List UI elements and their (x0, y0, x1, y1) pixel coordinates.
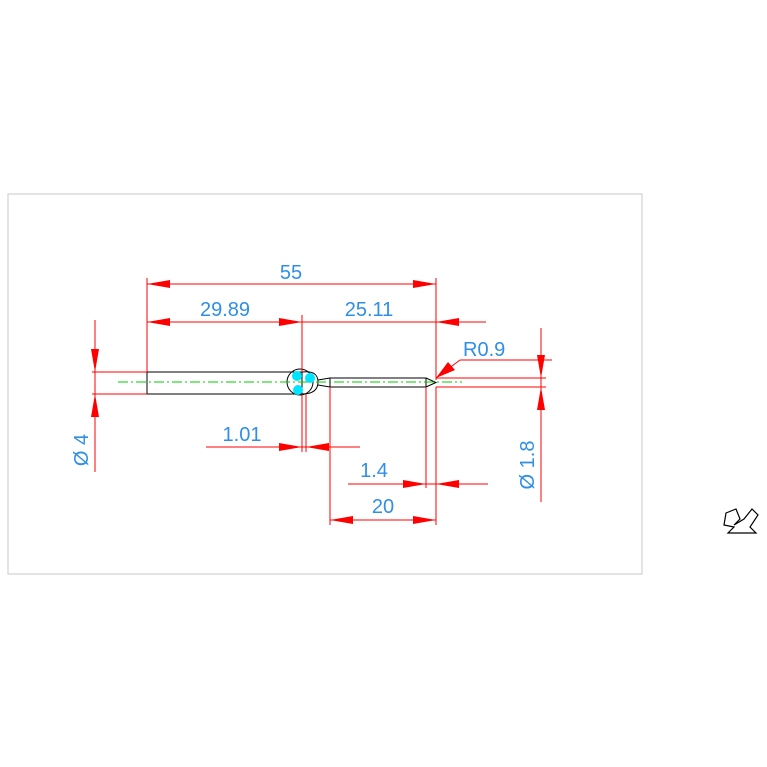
viewport-frame (7, 193, 643, 575)
arrowhead (147, 318, 170, 326)
dim-left-diameter[interactable]: Ø 4 (71, 320, 147, 472)
dim-tip-radius[interactable]: R0.9 (435, 339, 552, 379)
dim-text-right-diameter: Ø 1.8 (517, 441, 539, 490)
arrowhead (279, 318, 302, 326)
arrowhead (436, 480, 459, 488)
shaft-body[interactable] (146, 371, 303, 395)
arrowhead (330, 516, 353, 524)
dim-left-length[interactable]: 29.89 (147, 299, 303, 372)
grip[interactable] (305, 373, 315, 383)
tip-point (425, 377, 438, 388)
neck-lower-line (317, 384, 331, 388)
dim-text-left: 29.89 (200, 299, 250, 321)
ucs-icon-shape (723, 508, 759, 534)
neck-upper-line (317, 377, 331, 381)
dim-right-length[interactable]: 25.11 (302, 299, 486, 326)
dim-tip-length[interactable]: 20 (329, 387, 437, 525)
arrowhead (306, 443, 329, 451)
dim-text-left-diameter: Ø 4 (71, 434, 93, 466)
dim-text-taper: 1.4 (360, 460, 388, 482)
arrowhead (147, 280, 170, 288)
arrowhead (413, 516, 436, 524)
arrowhead (91, 349, 99, 372)
dim-overall-length[interactable]: 55 (146, 262, 437, 380)
dim-right-diameter[interactable]: Ø 1.8 (436, 328, 546, 502)
arrowhead (537, 387, 545, 410)
dim-neck-width[interactable]: 1.01 (206, 394, 360, 452)
dim-text-tip-length: 20 (372, 496, 394, 518)
arrowhead (403, 480, 426, 488)
arrowhead (279, 443, 302, 451)
selection-grips[interactable] (292, 371, 315, 395)
grip[interactable] (293, 385, 303, 395)
arrowhead (413, 280, 436, 288)
dim-text-right: 25.11 (345, 299, 394, 321)
dim-text-neck: 1.01 (223, 424, 262, 446)
arrowhead (436, 318, 459, 326)
arrowhead (91, 394, 99, 417)
grip[interactable] (292, 371, 302, 381)
ucs-icon[interactable] (723, 508, 759, 534)
dim-text-overall: 55 (280, 262, 302, 284)
arrowhead (537, 355, 545, 378)
dim-text-radius: R0.9 (463, 339, 505, 361)
dim-tip-taper[interactable]: 1.4 (348, 387, 488, 488)
arrowhead (436, 362, 455, 378)
